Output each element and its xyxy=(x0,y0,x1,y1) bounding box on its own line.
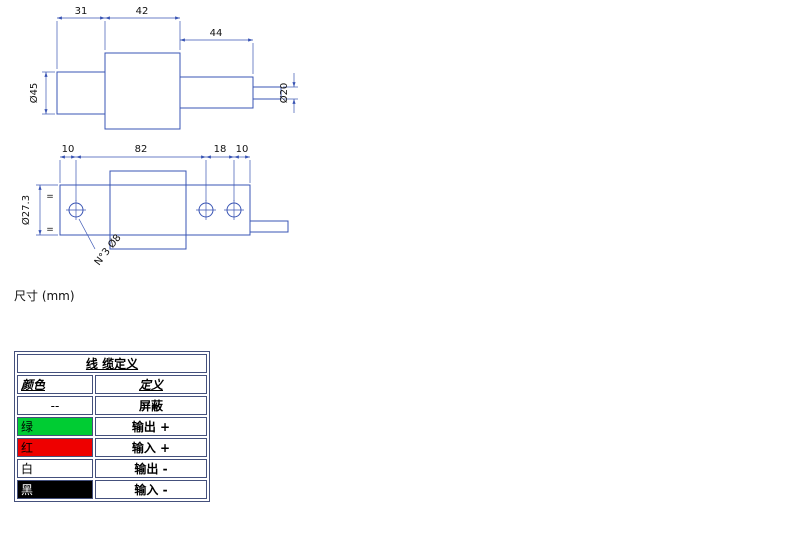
body-outline xyxy=(104,52,181,130)
dim-label-42: 42 xyxy=(136,6,149,17)
dim-label-18: 18 xyxy=(214,144,227,155)
mount-bar-outline xyxy=(59,184,251,236)
color-swatch-cell: -- xyxy=(17,396,93,415)
plan-view-outline xyxy=(59,170,289,250)
table-header-row: 颜色 定义 xyxy=(17,375,207,394)
side-view: 31 42 44 Ø45 Ø20 xyxy=(28,6,298,130)
definition-cell: 屏蔽 xyxy=(95,396,207,415)
side-view-dimension-lines xyxy=(42,16,298,115)
column-header-color: 颜色 xyxy=(17,375,93,394)
dim-label-dia20: Ø20 xyxy=(278,83,290,104)
dim-label-82: 82 xyxy=(135,144,148,155)
color-swatch-cell: 绿 xyxy=(17,417,93,436)
left-shaft-outline xyxy=(56,71,106,115)
cable-definition-table: 线 缆定义 颜色 定义 -- 屏蔽 绿 输出 + 红 输入 + 白 输出 - xyxy=(14,351,210,502)
color-swatch-cell: 黑 xyxy=(17,480,93,499)
side-view-outline xyxy=(56,52,282,130)
table-row-red: 红 输入 + xyxy=(17,438,207,457)
table-row-shield: -- 屏蔽 xyxy=(17,396,207,415)
plan-view-dimension-lines xyxy=(36,155,251,250)
cable-stub-outline xyxy=(249,220,289,233)
equal-mark-bottom: = xyxy=(46,225,54,235)
table-row-black: 黑 输入 - xyxy=(17,480,207,499)
dim-label-10-right: 10 xyxy=(236,144,249,155)
dimension-drawing: 31 42 44 Ø45 Ø20 xyxy=(20,6,298,268)
dim-label-10-left: 10 xyxy=(62,144,75,155)
dim-label-31: 31 xyxy=(75,6,88,17)
plan-view: 10 82 18 10 Ø27.3 = = N°3 Ø8 xyxy=(20,144,289,268)
color-swatch-cell: 白 xyxy=(17,459,93,478)
column-header-definition: 定义 xyxy=(95,375,207,394)
definition-cell: 输出 - xyxy=(95,459,207,478)
equal-mark-top: = xyxy=(46,192,54,202)
color-swatch-cell: 红 xyxy=(17,438,93,457)
holes-note-label: N°3 Ø8 xyxy=(92,232,124,268)
dim-label-dia45: Ø45 xyxy=(28,83,40,104)
cable-stub-outline xyxy=(252,86,282,100)
dim-label-dia27-3: Ø27.3 xyxy=(20,195,32,225)
table-title: 线 缆定义 xyxy=(17,354,207,373)
table-row-white: 白 输出 - xyxy=(17,459,207,478)
body-outline xyxy=(109,170,187,250)
units-caption: 尺寸 (mm) xyxy=(14,289,75,303)
right-shaft-outline xyxy=(179,76,254,109)
dim-label-44: 44 xyxy=(210,28,223,39)
table-row-green: 绿 输出 + xyxy=(17,417,207,436)
definition-cell: 输入 + xyxy=(95,438,207,457)
side-view-dimension-labels: 31 42 44 Ø45 Ø20 xyxy=(28,6,290,103)
table-title-row: 线 缆定义 xyxy=(17,354,207,373)
definition-cell: 输出 + xyxy=(95,417,207,436)
definition-cell: 输入 - xyxy=(95,480,207,499)
